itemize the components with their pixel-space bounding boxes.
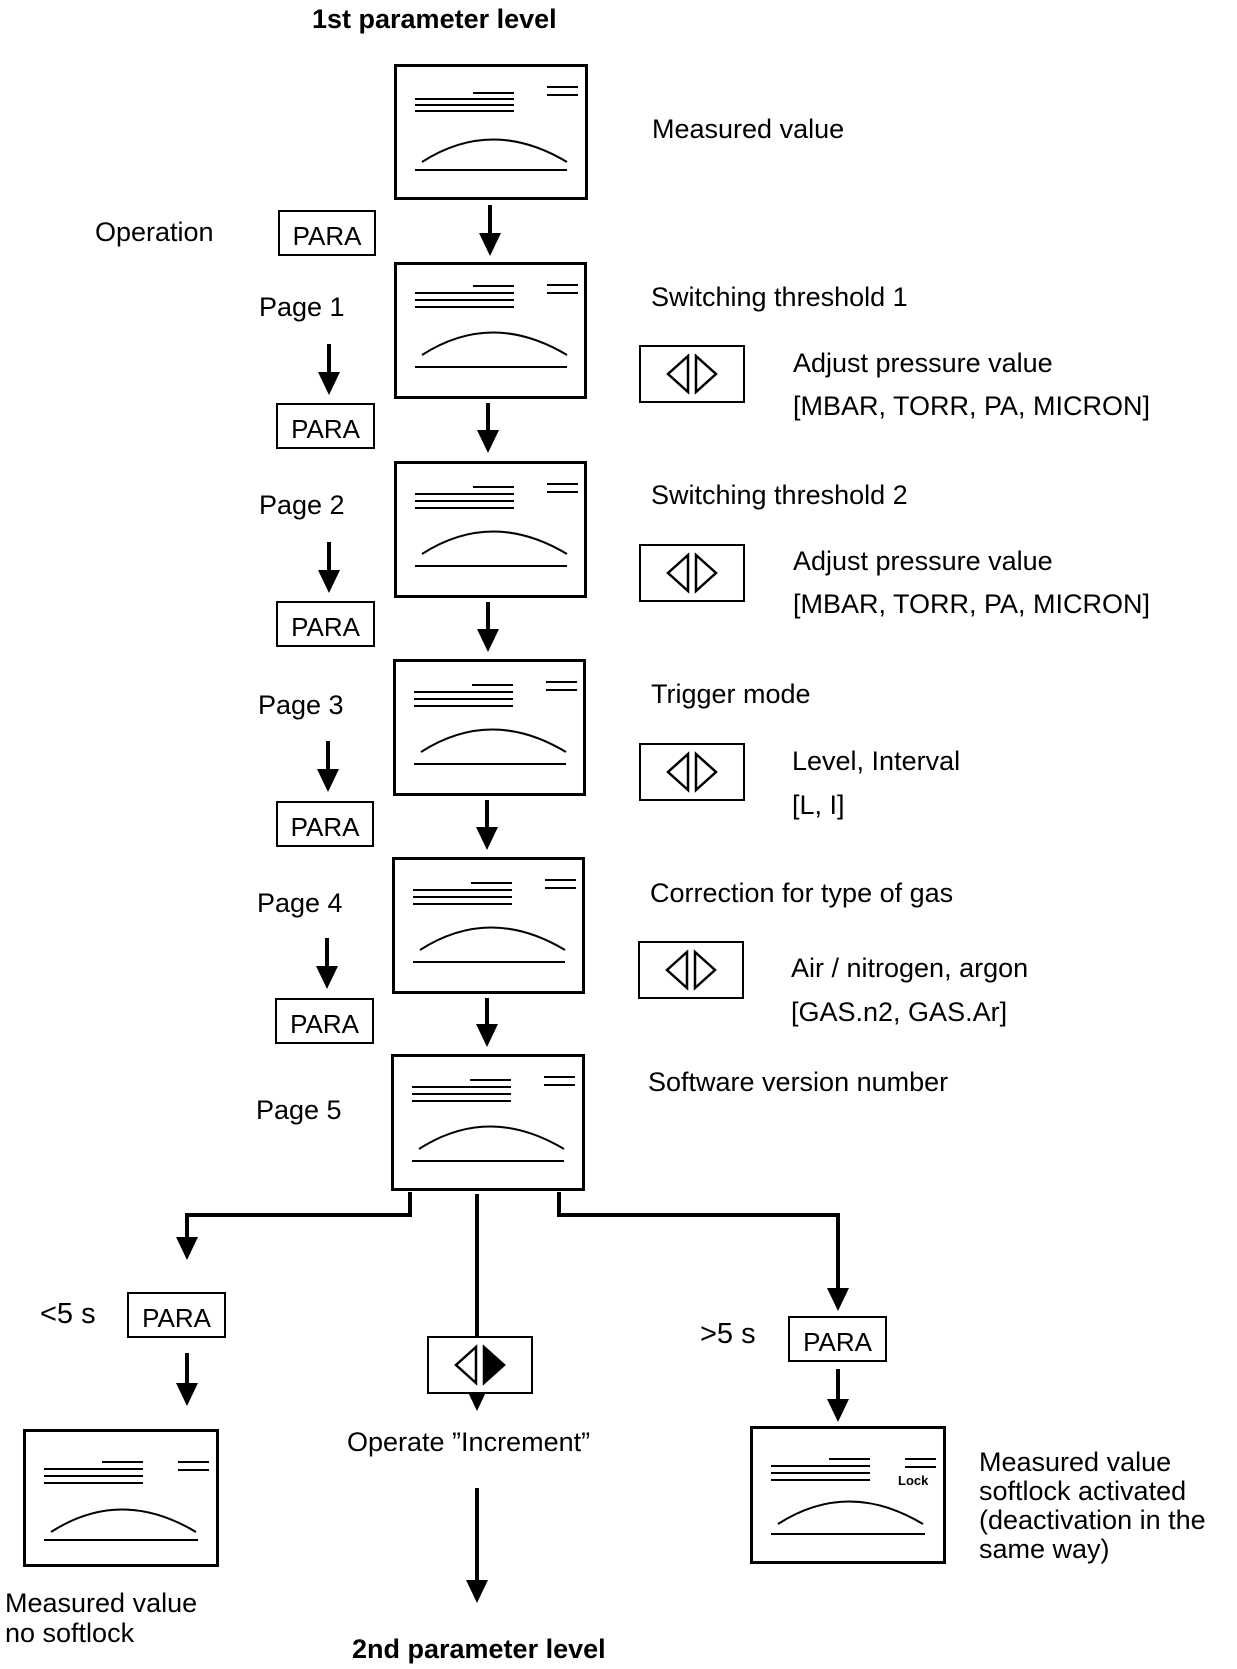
adjust-key-trigger[interactable] <box>639 743 745 801</box>
para-key-page3[interactable]: PARA <box>276 801 374 847</box>
adjust-pressure-label-1: Adjust pressure value <box>793 348 1053 378</box>
display-screen-page4 <box>392 857 585 994</box>
para-key-operation[interactable]: PARA <box>278 210 376 256</box>
threshold1-label: Switching threshold 1 <box>651 282 908 312</box>
bottom-level-title: 2nd parameter level <box>352 1634 606 1664</box>
long-press-label: >5 s <box>700 1318 756 1350</box>
short-press-label: <5 s <box>40 1298 96 1330</box>
left-right-triangle-keys-icon <box>666 353 718 395</box>
trigger-values-label: Level, Interval <box>792 746 961 776</box>
pressure-units-label-1: [MBAR, TORR, PA, MICRON] <box>793 391 1151 421</box>
page3-label: Page 3 <box>258 690 344 720</box>
display-screen-icon <box>414 681 577 765</box>
softlock-line2: softlock activated <box>979 1476 1187 1506</box>
display-screen-icon <box>771 1458 936 1535</box>
threshold2-label: Switching threshold 2 <box>651 480 908 510</box>
softlock-line4: same way) <box>979 1534 1110 1564</box>
para-key-page4[interactable]: PARA <box>275 998 374 1044</box>
lock-label: Lock <box>898 1473 929 1488</box>
gas-correction-label: Correction for type of gas <box>650 878 954 908</box>
trigger-codes-label: [L, I] <box>792 790 845 820</box>
operation-label: Operation <box>95 217 214 247</box>
no-softlock-line1: Measured value <box>5 1588 198 1618</box>
display-screen-icon <box>44 1461 209 1541</box>
measured-value-label: Measured value <box>652 114 845 144</box>
adjust-key-gas[interactable] <box>638 941 744 999</box>
softlock-line1: Measured value <box>979 1447 1172 1477</box>
page4-label: Page 4 <box>257 888 343 918</box>
page2-label: Page 2 <box>259 490 345 520</box>
software-version-label: Software version number <box>648 1067 949 1097</box>
display-screen-page5 <box>391 1054 585 1191</box>
increment-label: Operate ”Increment” <box>347 1427 591 1457</box>
display-screen-icon <box>415 483 578 567</box>
para-key-long-press[interactable]: PARA <box>788 1316 887 1362</box>
left-right-triangle-keys-icon <box>666 552 718 594</box>
softlock-line3: (deactivation in the <box>979 1505 1206 1535</box>
page5-label: Page 5 <box>256 1095 342 1125</box>
increment-key-icon <box>454 1344 506 1386</box>
increment-key[interactable] <box>427 1336 533 1394</box>
display-screen-measured <box>394 64 588 200</box>
display-screen-icon <box>415 86 578 171</box>
para-key-page2[interactable]: PARA <box>276 601 375 647</box>
page1-label: Page 1 <box>259 292 345 322</box>
para-key-short-press[interactable]: PARA <box>127 1292 226 1338</box>
left-right-triangle-keys-icon <box>666 751 718 793</box>
display-screen-page1 <box>394 262 587 399</box>
no-softlock-line2: no softlock <box>5 1618 135 1648</box>
pressure-units-label-2: [MBAR, TORR, PA, MICRON] <box>793 589 1151 619</box>
display-screen-softlock: Lock <box>750 1426 946 1564</box>
top-level-title: 1st parameter level <box>312 4 557 34</box>
adjust-key-threshold1[interactable] <box>639 345 745 403</box>
display-screen-no-softlock <box>23 1429 219 1567</box>
gas-values-label: Air / nitrogen, argon <box>791 953 1029 983</box>
adjust-key-threshold2[interactable] <box>639 544 745 602</box>
adjust-pressure-label-2: Adjust pressure value <box>793 546 1053 576</box>
display-screen-page2 <box>394 461 587 598</box>
display-screen-icon <box>413 879 576 963</box>
display-screen-icon <box>415 284 578 368</box>
trigger-mode-label: Trigger mode <box>651 679 811 709</box>
display-screen-icon <box>412 1076 575 1162</box>
display-screen-page3 <box>393 659 586 796</box>
gas-codes-label: [GAS.n2, GAS.Ar] <box>791 997 1008 1027</box>
left-right-triangle-keys-icon <box>665 949 717 991</box>
para-key-page1[interactable]: PARA <box>276 403 375 449</box>
